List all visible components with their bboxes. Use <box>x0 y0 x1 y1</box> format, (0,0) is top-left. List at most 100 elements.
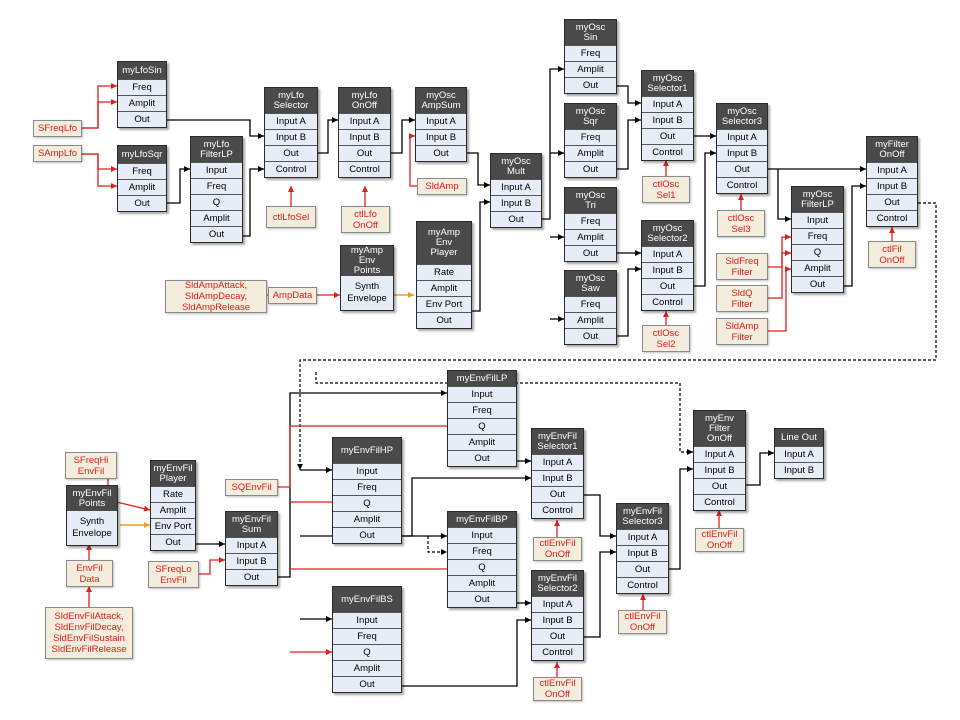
port-out[interactable]: Out <box>642 128 693 144</box>
port-input-a[interactable]: Input A <box>339 113 390 129</box>
port-amplit[interactable]: Amplit <box>417 280 471 296</box>
port-control[interactable]: Control <box>339 161 390 177</box>
control-sfreq-lfo[interactable]: SFreqLfo <box>33 120 82 137</box>
port-out[interactable]: Out <box>448 591 516 607</box>
control-sld-amp-env[interactable]: SldAmpAttack,SldAmpDecay,SldAmpRelease <box>165 280 267 313</box>
port-out[interactable]: Out <box>642 278 693 294</box>
port-amplit[interactable]: Amplit <box>565 61 616 77</box>
port-input-b[interactable]: Input B <box>265 129 317 145</box>
port-out[interactable]: Out <box>416 145 466 161</box>
port-control[interactable]: Control <box>617 577 668 593</box>
port-input-a[interactable]: Input A <box>532 454 583 470</box>
port-control[interactable]: Control <box>642 294 693 310</box>
port-input[interactable]: Input <box>191 162 242 178</box>
port-amplit[interactable]: Amplit <box>565 229 616 245</box>
port-q[interactable]: Q <box>191 194 242 210</box>
port-out[interactable]: Out <box>717 161 767 177</box>
port-input[interactable]: Input <box>448 386 516 402</box>
port-input-a[interactable]: Input A <box>265 113 317 129</box>
port-out[interactable]: Out <box>118 195 166 211</box>
port-out[interactable]: Out <box>565 161 616 177</box>
port-input-a[interactable]: Input A <box>642 246 693 262</box>
port-out[interactable]: Out <box>339 145 390 161</box>
port-input[interactable]: Input <box>333 463 401 479</box>
port-control[interactable]: Control <box>532 644 583 660</box>
port-out[interactable]: Out <box>265 145 317 161</box>
port-input-b[interactable]: Input B <box>775 462 823 478</box>
port-q[interactable]: Q <box>333 495 401 511</box>
port-amplit[interactable]: Amplit <box>565 312 616 328</box>
port-input-b[interactable]: Input B <box>617 545 668 561</box>
port-amplit[interactable]: Amplit <box>151 502 195 518</box>
port-out[interactable]: Out <box>333 676 401 692</box>
port-out[interactable]: Out <box>617 561 668 577</box>
control-sq-envfil[interactable]: SQEnvFil <box>225 479 278 496</box>
port-freq[interactable]: Freq <box>565 129 616 145</box>
port-out[interactable]: Out <box>417 312 471 328</box>
port-out[interactable]: Out <box>333 527 401 543</box>
port-input-b[interactable]: Input B <box>717 145 767 161</box>
port-input-b[interactable]: Input B <box>532 470 583 486</box>
port-amplit[interactable]: Amplit <box>565 145 616 161</box>
port-input[interactable]: Input <box>792 212 843 228</box>
port-input[interactable]: Input <box>448 527 516 543</box>
port-freq[interactable]: Freq <box>792 228 843 244</box>
port-input-b[interactable]: Input B <box>226 553 277 569</box>
port-input-a[interactable]: Input A <box>642 96 693 112</box>
control-samp-lfo[interactable]: SAmpLfo <box>33 145 82 162</box>
port-input-a[interactable]: Input A <box>617 529 668 545</box>
port-freq[interactable]: Freq <box>448 543 516 559</box>
port-input-a[interactable]: Input A <box>416 113 466 129</box>
port-input-b[interactable]: Input B <box>339 129 390 145</box>
port-out[interactable]: Out <box>532 486 583 502</box>
port-q[interactable]: Q <box>792 244 843 260</box>
port-env-port[interactable]: Env Port <box>151 518 195 534</box>
port-out[interactable]: Out <box>491 211 541 227</box>
port-amplit[interactable]: Amplit <box>448 575 516 591</box>
control-ctl-lfo-sel[interactable]: ctlLfoSel <box>266 206 316 228</box>
port-input-b[interactable]: Input B <box>867 178 917 194</box>
port-amplit[interactable]: Amplit <box>191 210 242 226</box>
port-out[interactable]: Out <box>191 226 242 242</box>
port-amplit[interactable]: Amplit <box>792 260 843 276</box>
control-sld-amp[interactable]: SldAmp <box>417 178 467 195</box>
port-input-b[interactable]: Input B <box>532 612 583 628</box>
port-out[interactable]: Out <box>565 328 616 344</box>
port-input-a[interactable]: Input A <box>226 537 277 553</box>
port-q[interactable]: Q <box>448 418 516 434</box>
port-freq[interactable]: Freq <box>118 79 166 95</box>
